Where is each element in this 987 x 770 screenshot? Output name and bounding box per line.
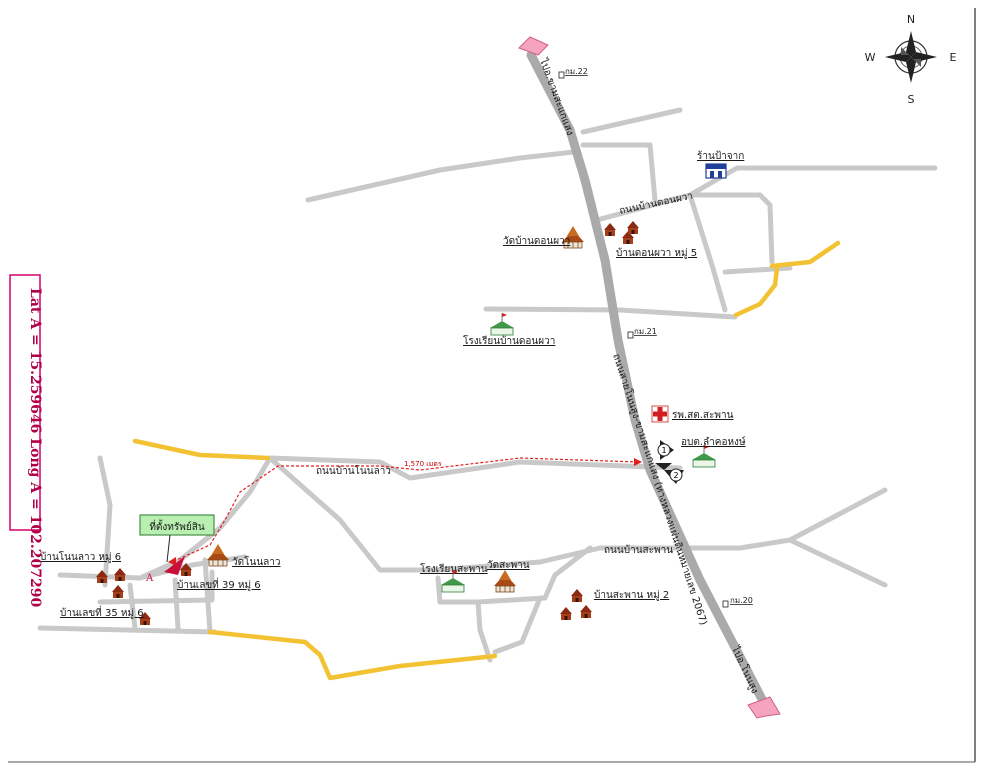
svg-text:กม.20: กม.20 xyxy=(730,596,753,605)
school-icon-donpawa xyxy=(489,312,515,336)
road-label-south-dest: ไปอ.โนนสูง xyxy=(729,643,762,696)
yellow-roads xyxy=(132,240,841,681)
road-label-highway: ถนนสายโนนสูง-ขามสะแกแสง (ทางหลวงแผ่นดินห… xyxy=(610,352,710,627)
compass-s: S xyxy=(908,93,915,106)
km-marker-21: กม.21 xyxy=(627,327,657,339)
property-marker xyxy=(164,556,185,575)
property-pointer xyxy=(166,534,171,563)
temple-icon-nonlao xyxy=(206,543,230,567)
temple-label-saphan: วัดสะพาน xyxy=(487,560,530,571)
svg-text:ที่ตั้งทรัพย์สิน: ที่ตั้งทรัพย์สิน xyxy=(149,519,204,533)
house-39-label: บ้านเลขที่ 39 หมู่ 6 xyxy=(177,577,261,591)
arrow-north xyxy=(518,36,549,56)
highway-2067 xyxy=(526,50,770,710)
shop-label: ร้านป้าจาก xyxy=(697,150,744,162)
compass-w: W xyxy=(865,51,876,64)
svg-text:กม.21: กม.21 xyxy=(634,327,657,336)
temple-label-nonlao: วัดโนนลาว xyxy=(232,555,281,568)
village-houses-donpawa xyxy=(604,221,639,244)
arrow-south xyxy=(747,696,781,719)
route-arrowhead-start xyxy=(168,557,176,566)
compass-rose: N S W E xyxy=(865,13,957,106)
intersection-marker-2: 2 xyxy=(664,468,684,484)
svg-text:กม.22: กม.22 xyxy=(565,67,588,76)
intersection-marker-center xyxy=(655,463,672,470)
minor-roads xyxy=(37,107,938,663)
road-label-nonlao: ถนนบ้านโนนลาว xyxy=(316,464,391,477)
hospital-label: รพ.สต.สะพาน xyxy=(672,410,734,421)
svg-text:2: 2 xyxy=(673,471,678,480)
compass-n: N xyxy=(907,13,915,26)
km-marker-20: กม.20 xyxy=(722,596,753,608)
intersection-marker-1: 1 xyxy=(657,440,674,460)
road-label-saphan: ถนนบ้านสะพาน xyxy=(604,544,673,556)
coordinate-box: Lat A = 15.259646 Long A = 102.207290 xyxy=(9,274,43,607)
temple-label-donpawa: วัดบ้านดอนผวา xyxy=(503,235,570,247)
distance-label: 1,570 เมตร xyxy=(404,460,442,468)
village-label-nonlao: บ้านโนนลาว หมู่ 6 xyxy=(40,550,121,563)
sao-office-label: อบต.ลำคอหงษ์ xyxy=(681,436,746,448)
village-label-saphan: บ้านสะพาน หมู่ 2 xyxy=(594,589,669,601)
svg-text:1: 1 xyxy=(661,446,666,455)
sao-office-icon xyxy=(691,444,717,468)
school-label-donpawa: โรงเรียนบ้านดอนผวา xyxy=(463,334,555,347)
route-arrowhead xyxy=(634,458,642,466)
house-35-label: บ้านเลขที่ 35 หมู่ 6 xyxy=(60,605,144,619)
hospital-icon xyxy=(651,405,669,423)
property-label-box: ที่ตั้งทรัพย์สิน xyxy=(139,514,215,536)
school-label-saphan: โรงเรียนสะพาน xyxy=(420,562,488,575)
coordinate-text: Lat A = 15.259646 Long A = 102.207290 xyxy=(27,288,43,607)
page-border xyxy=(8,8,976,763)
route-to-property xyxy=(171,457,639,563)
km-marker-22: กม.22 xyxy=(558,67,588,79)
compass-e: E xyxy=(950,51,957,64)
point-a-label: A xyxy=(145,573,154,584)
village-label-donpawa: บ้านดอนผวา หมู่ 5 xyxy=(616,247,697,259)
shop-icon xyxy=(705,163,727,179)
temple-icon-saphan xyxy=(493,569,517,593)
village-houses-saphan xyxy=(560,589,592,620)
